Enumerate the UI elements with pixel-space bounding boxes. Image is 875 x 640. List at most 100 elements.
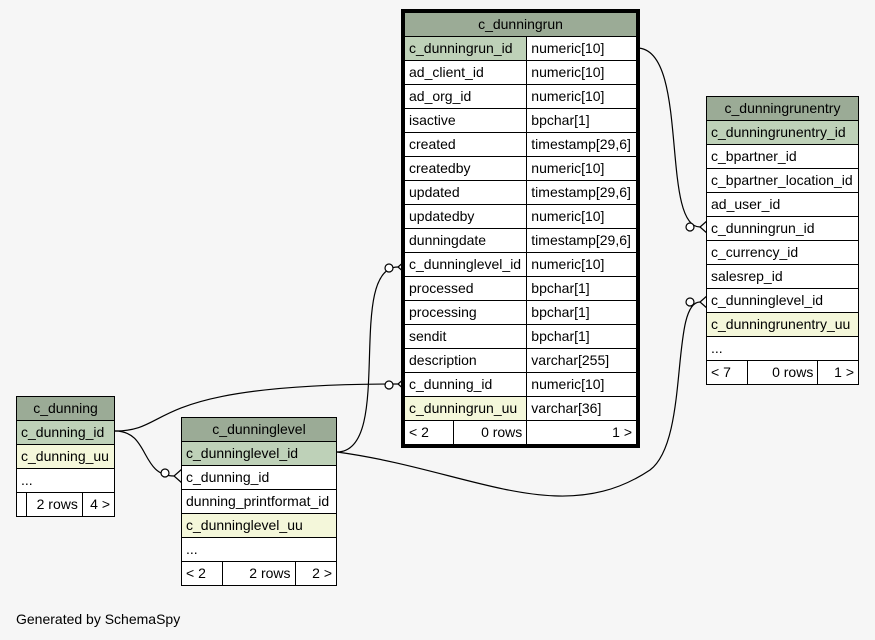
column-name: description [403,348,528,373]
column-row[interactable]: c_bpartner_id [706,144,859,169]
parents-count [16,492,27,517]
row-count: 2 rows [222,561,296,586]
column-type: numeric[10] [526,84,637,109]
column-type: bpchar[1] [526,108,637,133]
column-row[interactable]: c_currency_id [706,240,859,265]
column-row[interactable]: ... [16,468,115,493]
children-count: 2 > [294,561,337,586]
column-name: sendit [403,324,528,349]
column-name: processing [403,300,528,325]
table-title: c_dunningrunentry [706,96,859,121]
parents-count: < 2 [180,561,224,586]
column-name: c_dunninglevel_uu [181,513,337,538]
column-row[interactable]: ad_user_id [706,192,859,217]
column-name: ... [181,537,337,562]
column-type: numeric[10] [526,36,637,61]
column-row[interactable]: c_dunningrunentry_id [706,120,859,145]
column-name: c_dunning_id [181,465,337,490]
optional-marker [685,297,695,307]
column-name: c_dunningrunentry_uu [706,312,859,337]
row-count: 0 rows [481,424,523,440]
column-row[interactable]: salesrep_id [706,264,859,289]
column-row[interactable]: c_dunning_uu [16,444,115,469]
column-name: updatedby [403,204,528,229]
optional-marker [160,468,170,478]
column-row[interactable]: c_bpartner_location_id [706,168,859,193]
column-type: timestamp[29,6] [526,228,637,253]
column-name: c_dunninglevel_id [403,252,528,277]
column-type: bpchar[1] [526,324,637,349]
relation-dunninglevel-to-runentry [336,301,701,497]
column-name: c_dunning_id [403,372,528,397]
column-name: ad_org_id [403,84,528,109]
column-name: c_bpartner_id [706,144,859,169]
column-name: dunningdate [403,228,528,253]
relation-dunningrun-to-runentry [636,47,701,228]
parents-count: < 2 [405,421,454,444]
column-name: ... [16,468,115,493]
optional-marker [384,263,394,273]
column-row[interactable]: c_dunning_id [16,420,115,445]
column-name: c_dunninglevel_id [181,441,337,466]
column-name: c_dunningrun_id [706,216,859,241]
column-row[interactable]: c_dunninglevel_id [706,288,859,313]
column-row[interactable]: c_dunningrun_id [706,216,859,241]
table-title: c_dunningrun [404,12,637,37]
column-row[interactable]: c_dunninglevel_uu [181,513,337,538]
column-type: bpchar[1] [526,276,637,301]
column-name: c_dunningrunentry_id [706,120,859,145]
column-name: createdby [403,156,528,181]
table-title: c_dunning [16,396,115,421]
relation-dunninglevel-to-dunningrun [336,266,399,453]
column-row[interactable]: c_dunning_id [181,465,337,490]
column-name: dunning_printformat_id [181,489,337,514]
column-name: c_dunning_id [16,420,115,445]
optional-marker [384,380,394,390]
row-count: 0 rows [746,360,819,385]
column-type: numeric[10] [526,156,637,181]
column-name: isactive [403,108,528,133]
column-name: c_currency_id [706,240,859,265]
relation-dunning-to-dunningrun [114,383,399,432]
column-name: ad_user_id [706,192,859,217]
column-name: ... [706,336,859,361]
children-count: 1 > [526,420,637,445]
column-row[interactable]: c_dunningrunentry_uu [706,312,859,337]
column-name: c_dunninglevel_id [706,288,859,313]
column-type: numeric[10] [526,60,637,85]
column-row[interactable]: c_dunninglevel_id [181,441,337,466]
column-row[interactable]: ... [706,336,859,361]
optional-marker [685,222,695,232]
column-row[interactable]: ... [181,537,337,562]
footer-left-group: < 2 0 rows [403,420,528,445]
column-row[interactable]: dunning_printformat_id [181,489,337,514]
column-type: bpchar[1] [526,300,637,325]
children-count: 1 > [817,360,859,385]
footer-caption: Generated by SchemaSpy [16,611,181,627]
